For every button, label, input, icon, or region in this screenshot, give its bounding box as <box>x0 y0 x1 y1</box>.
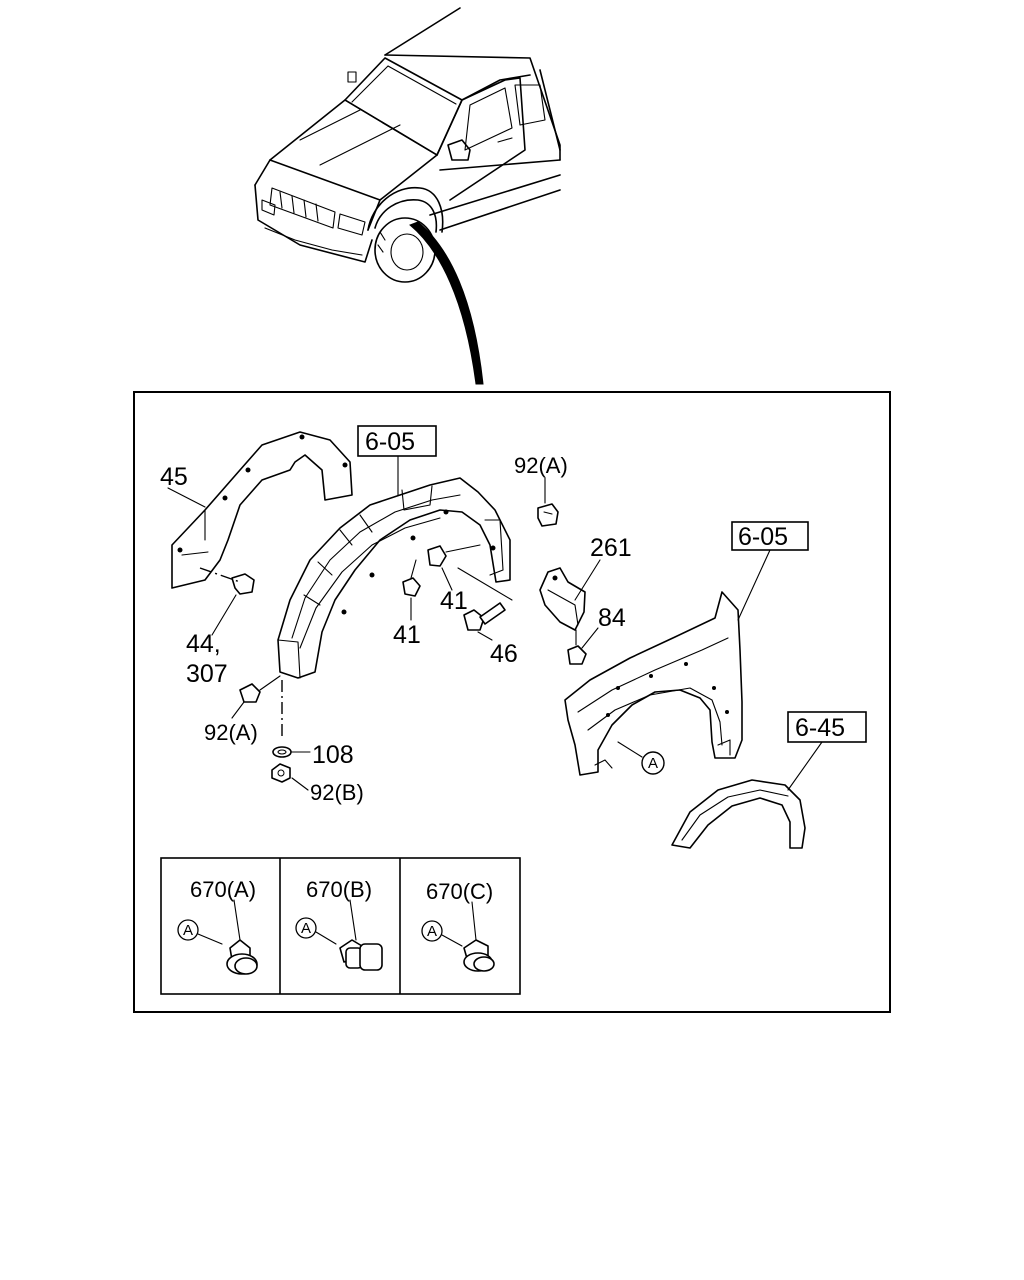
clip-670a-part <box>226 939 258 975</box>
ref-box-605-b <box>731 521 809 551</box>
marker-a-fender-label: A <box>648 755 658 772</box>
leader-84 <box>581 627 599 649</box>
clip-table: 670(A) A 670(B) A 670(C) A <box>160 857 521 995</box>
clip-670b-arrow <box>315 931 337 945</box>
callout-307: 307 <box>186 660 228 688</box>
callout-44: 44, <box>186 630 221 658</box>
ref-box-645 <box>787 711 867 743</box>
front-fender-panel <box>564 591 743 776</box>
leader-670c <box>471 901 477 941</box>
clip-670c-marker <box>421 920 443 942</box>
screw-41-right <box>427 544 481 567</box>
leader-645 <box>787 741 823 791</box>
leader-261 <box>574 559 601 601</box>
leader-marker-a <box>617 741 643 758</box>
clip-670b-marker <box>295 917 317 939</box>
callout-41-a: 41 <box>393 621 421 649</box>
callout-108: 108 <box>312 741 354 769</box>
leader-92b <box>291 777 309 791</box>
clip-670a-arrow <box>197 933 223 945</box>
clip-670a-label: 670(A) <box>190 877 256 902</box>
clip-670a-marker <box>177 919 199 941</box>
inner-fender-liner <box>277 477 511 679</box>
screw-41-left <box>402 559 421 597</box>
nut-92b <box>271 763 291 783</box>
leader-46 <box>477 631 493 641</box>
clip-670b-marker-label: A <box>301 920 311 937</box>
clip-44-307 <box>199 567 255 595</box>
ref-box-605-a <box>357 425 437 457</box>
callout-45: 45 <box>160 463 188 491</box>
bracket-261 <box>539 567 586 631</box>
clip-670c-label: 670(C) <box>426 879 493 904</box>
splash-shield-45 <box>171 431 353 589</box>
leader-670a <box>233 899 241 941</box>
clip-670c-arrow <box>441 934 463 947</box>
leader-92a-bottom <box>231 701 245 719</box>
leader-45 <box>167 487 206 508</box>
leader-670b <box>349 899 357 941</box>
leader-41-b <box>441 567 453 591</box>
clip-670c-part <box>463 939 495 972</box>
clip-nut-92a-top <box>537 503 559 527</box>
callout-41-b: 41 <box>440 587 468 615</box>
vehicle-illustration <box>254 7 561 385</box>
clip-670b-label: 670(B) <box>306 877 372 902</box>
callout-605-b: 6-05 <box>738 523 788 551</box>
detail-frame <box>133 391 891 1013</box>
clip-nut-92a-bottom <box>239 675 281 703</box>
callout-92a-top: 92(A) <box>514 453 568 478</box>
bolt-46 <box>457 567 513 631</box>
marker-a-fender <box>641 751 665 775</box>
callout-645: 6-45 <box>795 714 845 742</box>
callout-46: 46 <box>490 640 518 668</box>
bolt-84 <box>567 629 587 665</box>
callout-84: 84 <box>598 604 626 632</box>
leader-44 <box>211 594 237 636</box>
leader-605-b <box>737 549 771 621</box>
callout-92a-bottom: 92(A) <box>204 720 258 745</box>
clip-670a-marker-label: A <box>183 922 193 939</box>
clip-670b-part <box>339 939 383 971</box>
callout-261: 261 <box>590 534 632 562</box>
callout-92b: 92(B) <box>310 780 364 805</box>
callout-605-a: 6-05 <box>365 428 415 456</box>
clip-670c-marker-label: A <box>427 923 437 940</box>
wheel-arch-flare <box>671 779 806 849</box>
washer-108 <box>272 746 292 758</box>
